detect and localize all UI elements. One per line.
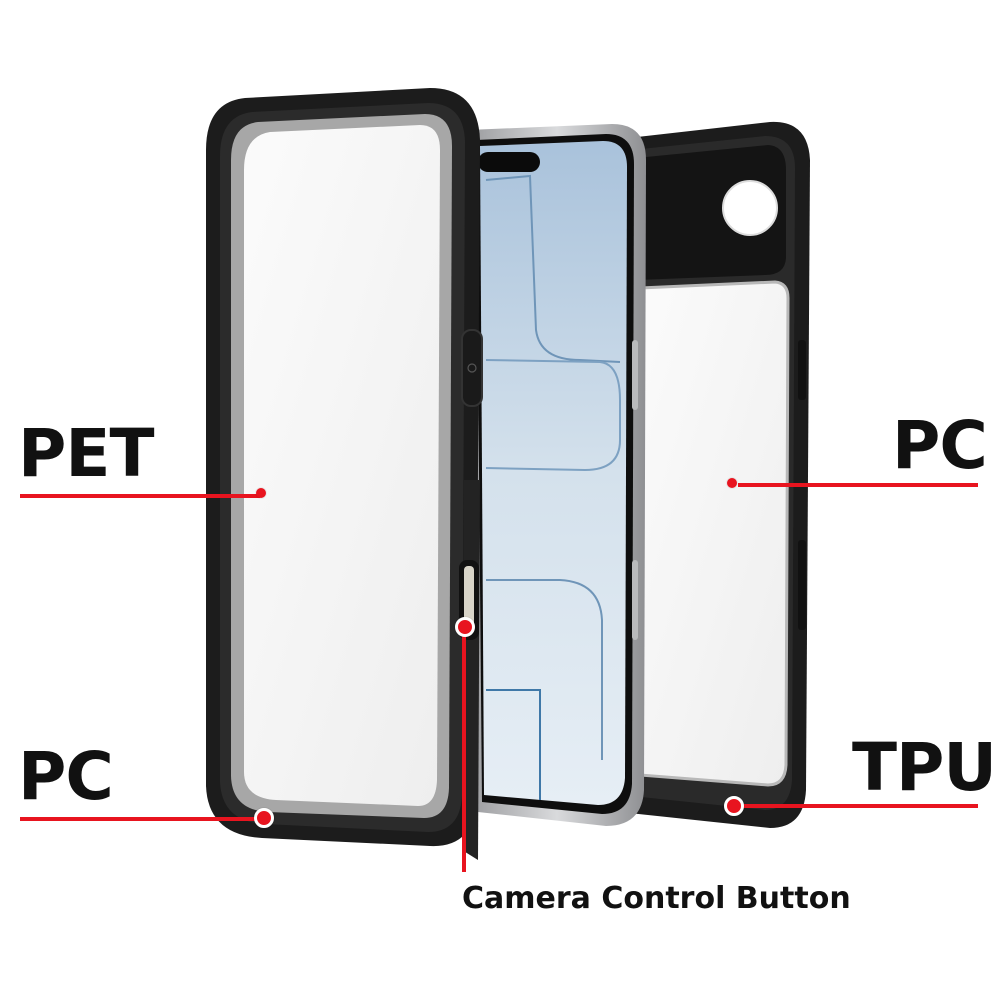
callout-line-camera-control [462, 626, 466, 872]
callout-label-pc-frame: PC [18, 738, 114, 815]
callout-dot-icon [256, 488, 266, 498]
callout-dot-icon [724, 796, 744, 816]
callout-label-tpu: TPU [852, 729, 997, 806]
callout-label-camera-control: Camera Control Button [462, 881, 851, 916]
callout-label-pet: PET [18, 415, 154, 492]
callout-line-tpu [738, 804, 978, 808]
dynamic-island [478, 152, 540, 172]
callout-dot-icon [455, 617, 475, 637]
power-button [461, 329, 483, 407]
callout-dot-icon [254, 808, 274, 828]
back-case [610, 121, 810, 828]
callout-line-pet [20, 494, 260, 498]
callout-label-pc-back: PC [892, 407, 988, 484]
callout-line-pc-back [738, 483, 978, 487]
front-frame [206, 88, 483, 860]
callout-dot-icon [727, 478, 737, 488]
power-button-icon [467, 363, 477, 373]
phone [468, 124, 646, 826]
camera-lens-cutout [722, 180, 778, 236]
callout-line-pc-frame [20, 817, 260, 821]
